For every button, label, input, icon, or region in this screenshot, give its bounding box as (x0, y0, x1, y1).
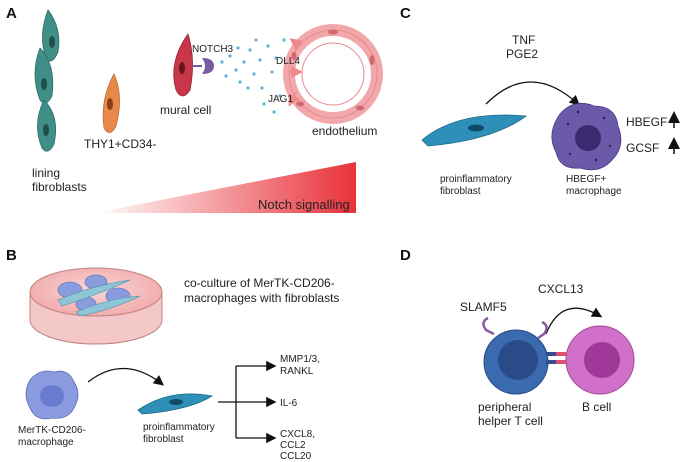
slamf5-receptor-icon (482, 316, 548, 340)
output3-label-line3: CCL20 (280, 451, 312, 462)
output-branch-arrows (218, 360, 277, 444)
fibroblast-b-label-line1: proinflammatory (143, 422, 215, 433)
cxcl13-label: CXCL13 (538, 282, 584, 296)
fibroblast-c-label-line2: fibroblast (440, 186, 481, 197)
tcell-to-bcell-arrow (545, 307, 603, 335)
jag1-label: JAG1 (268, 94, 293, 105)
dll4-label: DLL4 (276, 56, 300, 67)
gcsf-label: GCSF (626, 141, 659, 155)
notch-signalling-label: Notch signalling (258, 197, 350, 212)
panel-b: B co-culture of MerTK-CD206- macrophages… (6, 247, 339, 462)
macrophage-label-line2: macrophage (18, 437, 74, 448)
thy1-fibroblast-icon (102, 73, 120, 133)
macrophage-label-line1: MerTK-CD206- (18, 425, 86, 436)
panel-c-letter: C (400, 5, 411, 22)
notch-gradient-wedge (94, 162, 356, 213)
proinflammatory-fibroblast-c-icon (421, 114, 528, 147)
fibroblast-b-label-line2: fibroblast (143, 434, 184, 445)
mural-cell-icon (173, 33, 193, 97)
thy1-label: THY1+CD34- (84, 137, 156, 151)
coculture-label-line1: co-culture of MerTK-CD206- (184, 276, 335, 290)
macrophage-c-label-line2: macrophage (566, 186, 622, 197)
tcell-label-line1: peripheral (478, 400, 531, 414)
helper-t-cell-icon (483, 329, 549, 395)
output1-label-line2: RANKL (280, 366, 314, 377)
notch3-receptor-icon (192, 58, 214, 74)
notch3-label: NOTCH3 (192, 44, 234, 55)
output3-label-line1: CXCL8, (280, 429, 315, 440)
endothelium-label: endothelium (312, 124, 377, 138)
lining-label-line2: fibroblasts (32, 180, 87, 194)
vessel-arrow-low (288, 91, 300, 107)
macrophage-to-fibroblast-arrow (87, 367, 165, 386)
macrophage-c-label-line1: HBEGF+ (566, 174, 606, 185)
panel-d-letter: D (400, 247, 411, 264)
panel-a-letter: A (6, 5, 17, 22)
coculture-label-line2: macrophages with fibroblasts (184, 291, 339, 305)
tcell-label-line2: helper T cell (478, 414, 543, 428)
vessel-arrow-high (289, 38, 303, 51)
fibroblast-c-label-line1: proinflammatory (440, 174, 512, 185)
hbegf-macrophage-icon (551, 102, 622, 171)
output2-label: IL-6 (280, 398, 298, 409)
lining-fibroblasts-icon (34, 9, 60, 152)
panel-b-letter: B (6, 247, 17, 264)
slamf5-label: SLAMF5 (460, 300, 507, 314)
panel-c: C TNF PGE2 proinflammatory fibroblast HB… (400, 5, 680, 197)
merTK-macrophage-icon (25, 370, 79, 420)
mural-cell-label: mural cell (160, 103, 211, 117)
output3-label-line2: CCL2 (280, 440, 306, 451)
hbegf-label: HBEGF (626, 115, 667, 129)
synapse-receptor-icon (546, 352, 566, 364)
proinflammatory-fibroblast-b-icon (137, 393, 214, 415)
panel-d: D CXCL13 SLAMF5 peripheral helper T cell… (400, 247, 635, 428)
b-cell-icon (565, 325, 635, 395)
output1-label-line1: MMP1/3, (280, 354, 320, 365)
endothelium-vessel-icon (283, 24, 383, 124)
tnf-label: TNF (512, 33, 535, 47)
pge2-label: PGE2 (506, 47, 538, 61)
panel-a: A lining fibroblasts THY1+CD34- NOTCH3 (6, 5, 383, 213)
culture-dish-icon (29, 267, 163, 345)
lining-label-line1: lining (32, 166, 60, 180)
bcell-label: B cell (582, 400, 611, 414)
fibroblast-to-macrophage-arrow (485, 81, 580, 106)
